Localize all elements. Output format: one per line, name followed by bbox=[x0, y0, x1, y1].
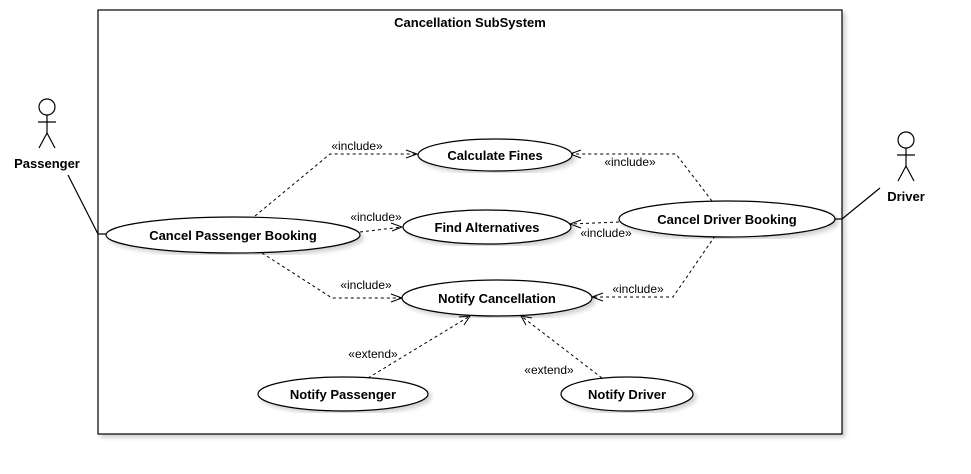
use-case-notify-driver[interactable]: Notify Driver bbox=[560, 376, 694, 412]
include-edge-cpb-find bbox=[359, 226, 403, 233]
passenger-stick-figure-icon bbox=[38, 98, 56, 149]
include-label: «include» bbox=[604, 155, 656, 169]
driver-stick-figure-icon bbox=[897, 131, 915, 182]
include-edge-cdb-find bbox=[569, 221, 620, 225]
include-edge-cpb-fines bbox=[254, 153, 417, 217]
extend-edge-passenger bbox=[367, 315, 471, 379]
extend-label: «extend» bbox=[348, 347, 398, 361]
use-case-find-alternatives[interactable]: Find Alternatives bbox=[402, 209, 572, 245]
arrowhead-icon bbox=[390, 222, 404, 232]
include-label: «include» bbox=[340, 278, 392, 292]
include-label: «include» bbox=[350, 210, 402, 224]
use-case-cancel-passenger-booking[interactable]: Cancel Passenger Booking bbox=[105, 216, 361, 254]
use-case-calculate-fines[interactable]: Calculate Fines bbox=[417, 138, 573, 172]
use-case-notify-passenger[interactable]: Notify Passenger bbox=[257, 376, 429, 412]
actor-passenger-label: Passenger bbox=[14, 156, 80, 171]
association-passenger bbox=[67, 174, 106, 235]
include-label: «include» bbox=[612, 282, 664, 296]
include-edge-cdb-fines bbox=[570, 153, 713, 202]
include-label: «include» bbox=[331, 139, 383, 153]
extend-label: «extend» bbox=[524, 363, 574, 377]
use-case-notify-passenger-label: Notify Passenger bbox=[290, 387, 396, 402]
use-case-notify-driver-label: Notify Driver bbox=[588, 387, 666, 402]
actor-driver[interactable]: Driver bbox=[887, 131, 925, 204]
actor-driver-label: Driver bbox=[887, 189, 925, 204]
arrowhead-icon bbox=[405, 149, 419, 159]
association-driver bbox=[835, 187, 881, 220]
actor-passenger[interactable]: Passenger bbox=[14, 98, 80, 171]
use-case-cancel-passenger-booking-label: Cancel Passenger Booking bbox=[149, 228, 317, 243]
use-case-notify-cancellation[interactable]: Notify Cancellation bbox=[401, 279, 593, 317]
use-case-calculate-fines-label: Calculate Fines bbox=[447, 148, 542, 163]
extend-edge-driver bbox=[520, 315, 603, 379]
include-edge-cdb-notify bbox=[592, 235, 716, 298]
arrowhead-icon bbox=[458, 315, 471, 326]
use-case-notify-cancellation-label: Notify Cancellation bbox=[438, 291, 556, 306]
use-case-cancel-driver-booking-label: Cancel Driver Booking bbox=[657, 212, 796, 227]
use-case-find-alternatives-label: Find Alternatives bbox=[435, 220, 540, 235]
system-title: Cancellation SubSystem bbox=[394, 15, 546, 30]
use-case-cancel-driver-booking[interactable]: Cancel Driver Booking bbox=[618, 200, 836, 238]
include-label: «include» bbox=[580, 226, 632, 240]
